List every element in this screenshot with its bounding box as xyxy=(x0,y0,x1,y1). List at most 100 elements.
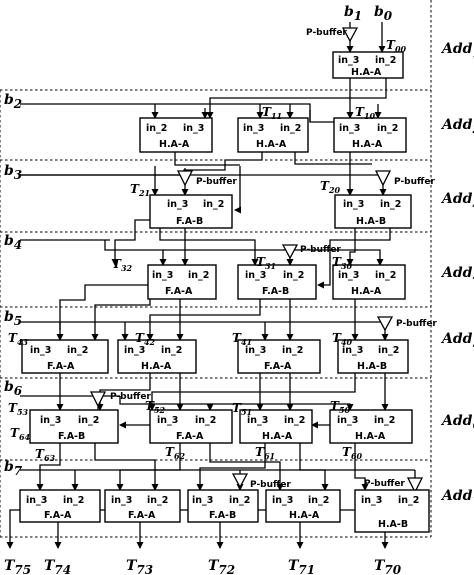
t-label-20: T20 xyxy=(320,179,341,195)
svg-text:in_3: in_3 xyxy=(245,345,266,356)
svg-text:in_2: in_2 xyxy=(283,270,304,281)
svg-text:in_3: in_3 xyxy=(342,345,363,356)
svg-text:in_3: in_3 xyxy=(152,270,173,281)
t-label-51: T51 xyxy=(232,401,252,417)
t-label-53: T53 xyxy=(8,401,29,417)
svg-text:in_2: in_2 xyxy=(398,495,419,506)
svg-text:F.A-A: F.A-A xyxy=(44,510,72,521)
svg-text:F.A-A: F.A-A xyxy=(264,361,292,372)
input-labels: b1 b0 b2 b3 b4 b5 b6 b7 xyxy=(4,4,393,478)
svg-text:in_3: in_3 xyxy=(183,123,204,134)
block-add7-1: in_3 in_2F.A-A xyxy=(19,489,101,523)
svg-text:P-buffer: P-buffer xyxy=(364,479,405,489)
svg-text:in_3: in_3 xyxy=(339,123,360,134)
output-labels: T75 T74 T73 T72 T71 T70 xyxy=(4,558,402,575)
svg-text:in_3: in_3 xyxy=(272,495,293,506)
svg-text:in_2: in_2 xyxy=(78,415,99,426)
p-buffer-stage7-left: P-buffer xyxy=(231,473,291,490)
t-label-40: T40 xyxy=(332,331,353,347)
svg-text:F.A-B: F.A-B xyxy=(262,286,289,297)
input-label-b5: b5 xyxy=(4,309,22,328)
svg-text:in_2: in_2 xyxy=(308,495,329,506)
p-buffer-stage3-left: P-buffer xyxy=(176,170,237,187)
svg-text:in_2: in_2 xyxy=(280,123,301,134)
stage-labels: Add1 Add2 Add3 Add4 Add5 Add6 Add7 xyxy=(440,41,474,507)
svg-text:in_3: in_3 xyxy=(361,495,382,506)
svg-text:H.A-A: H.A-A xyxy=(351,67,382,78)
svg-text:in_2: in_2 xyxy=(161,345,182,356)
svg-text:in_2: in_2 xyxy=(377,123,398,134)
p-buffers: P-buffer P-buffer P-buffer P-buffer P-bu… xyxy=(89,27,437,494)
svg-text:in_3: in_3 xyxy=(343,199,364,210)
svg-text:in_2: in_2 xyxy=(380,199,401,210)
t-label-11: T11 xyxy=(262,105,282,121)
svg-text:P-buffer: P-buffer xyxy=(300,245,341,255)
input-label-b2: b2 xyxy=(4,92,22,111)
t-label-43: T43 xyxy=(8,331,29,347)
svg-text:in_2: in_2 xyxy=(229,495,250,506)
t-label-32: T32 xyxy=(112,257,133,273)
svg-text:in_3: in_3 xyxy=(337,415,358,426)
svg-text:H.A-A: H.A-A xyxy=(351,286,382,297)
svg-text:in_3: in_3 xyxy=(243,123,264,134)
svg-text:in_2: in_2 xyxy=(374,415,395,426)
input-label-b6: b6 xyxy=(4,379,23,398)
svg-text:in_2: in_2 xyxy=(284,415,305,426)
output-label-t75: T75 xyxy=(4,558,31,575)
output-label-t72: T72 xyxy=(208,558,235,575)
svg-text:P-buffer: P-buffer xyxy=(306,28,347,38)
output-label-t71: T71 xyxy=(288,558,315,575)
block-add2-mid: in_3 in_2H.A-A xyxy=(237,117,309,153)
svg-text:P-buffer: P-buffer xyxy=(394,177,435,187)
svg-text:H.A-A: H.A-A xyxy=(262,431,293,442)
input-label-b1: b1 xyxy=(344,4,362,23)
svg-text:in_2: in_2 xyxy=(146,123,167,134)
input-label-b4: b4 xyxy=(4,233,22,252)
output-label-t70: T70 xyxy=(374,558,402,575)
t-label-64: T64 xyxy=(10,426,31,442)
input-label-b7: b7 xyxy=(4,459,23,478)
p-buffer-stage6: P-buffer xyxy=(89,391,151,408)
svg-text:in_3: in_3 xyxy=(40,415,61,426)
svg-text:in_3: in_3 xyxy=(111,495,132,506)
t-label-52: T52 xyxy=(145,399,166,415)
p-buffer-stage3-right: P-buffer xyxy=(374,170,435,187)
block-add7-4: in_3 in_2H.A-A xyxy=(265,489,341,523)
t-label-31: T31 xyxy=(256,255,276,271)
svg-text:in_2: in_2 xyxy=(188,270,209,281)
t-label-41: T41 xyxy=(232,331,252,347)
t-label-42: T42 xyxy=(135,331,156,347)
wires xyxy=(6,22,416,549)
svg-text:P-buffer: P-buffer xyxy=(396,319,437,329)
svg-text:F.A-B: F.A-B xyxy=(209,510,236,521)
t-label-62: T62 xyxy=(165,445,186,461)
t-label-50: T50 xyxy=(330,399,351,415)
input-label-b3: b3 xyxy=(4,163,22,182)
svg-text:H.A-A: H.A-A xyxy=(256,139,287,150)
stage-label-add1: Add1 xyxy=(440,41,474,60)
svg-text:in_2: in_2 xyxy=(63,495,84,506)
svg-text:H.A-A: H.A-A xyxy=(289,510,320,521)
t-label-61: T61 xyxy=(255,445,275,461)
svg-text:in_3: in_3 xyxy=(26,495,47,506)
output-label-t73: T73 xyxy=(126,558,153,575)
input-label-b0: b0 xyxy=(374,4,393,23)
p-buffer-stage1: P-buffer xyxy=(306,27,359,43)
svg-text:F.A-A: F.A-A xyxy=(128,510,156,521)
svg-text:in_3: in_3 xyxy=(338,270,359,281)
svg-text:F.A-B: F.A-B xyxy=(176,216,203,227)
svg-text:H.A-B: H.A-B xyxy=(378,519,408,530)
